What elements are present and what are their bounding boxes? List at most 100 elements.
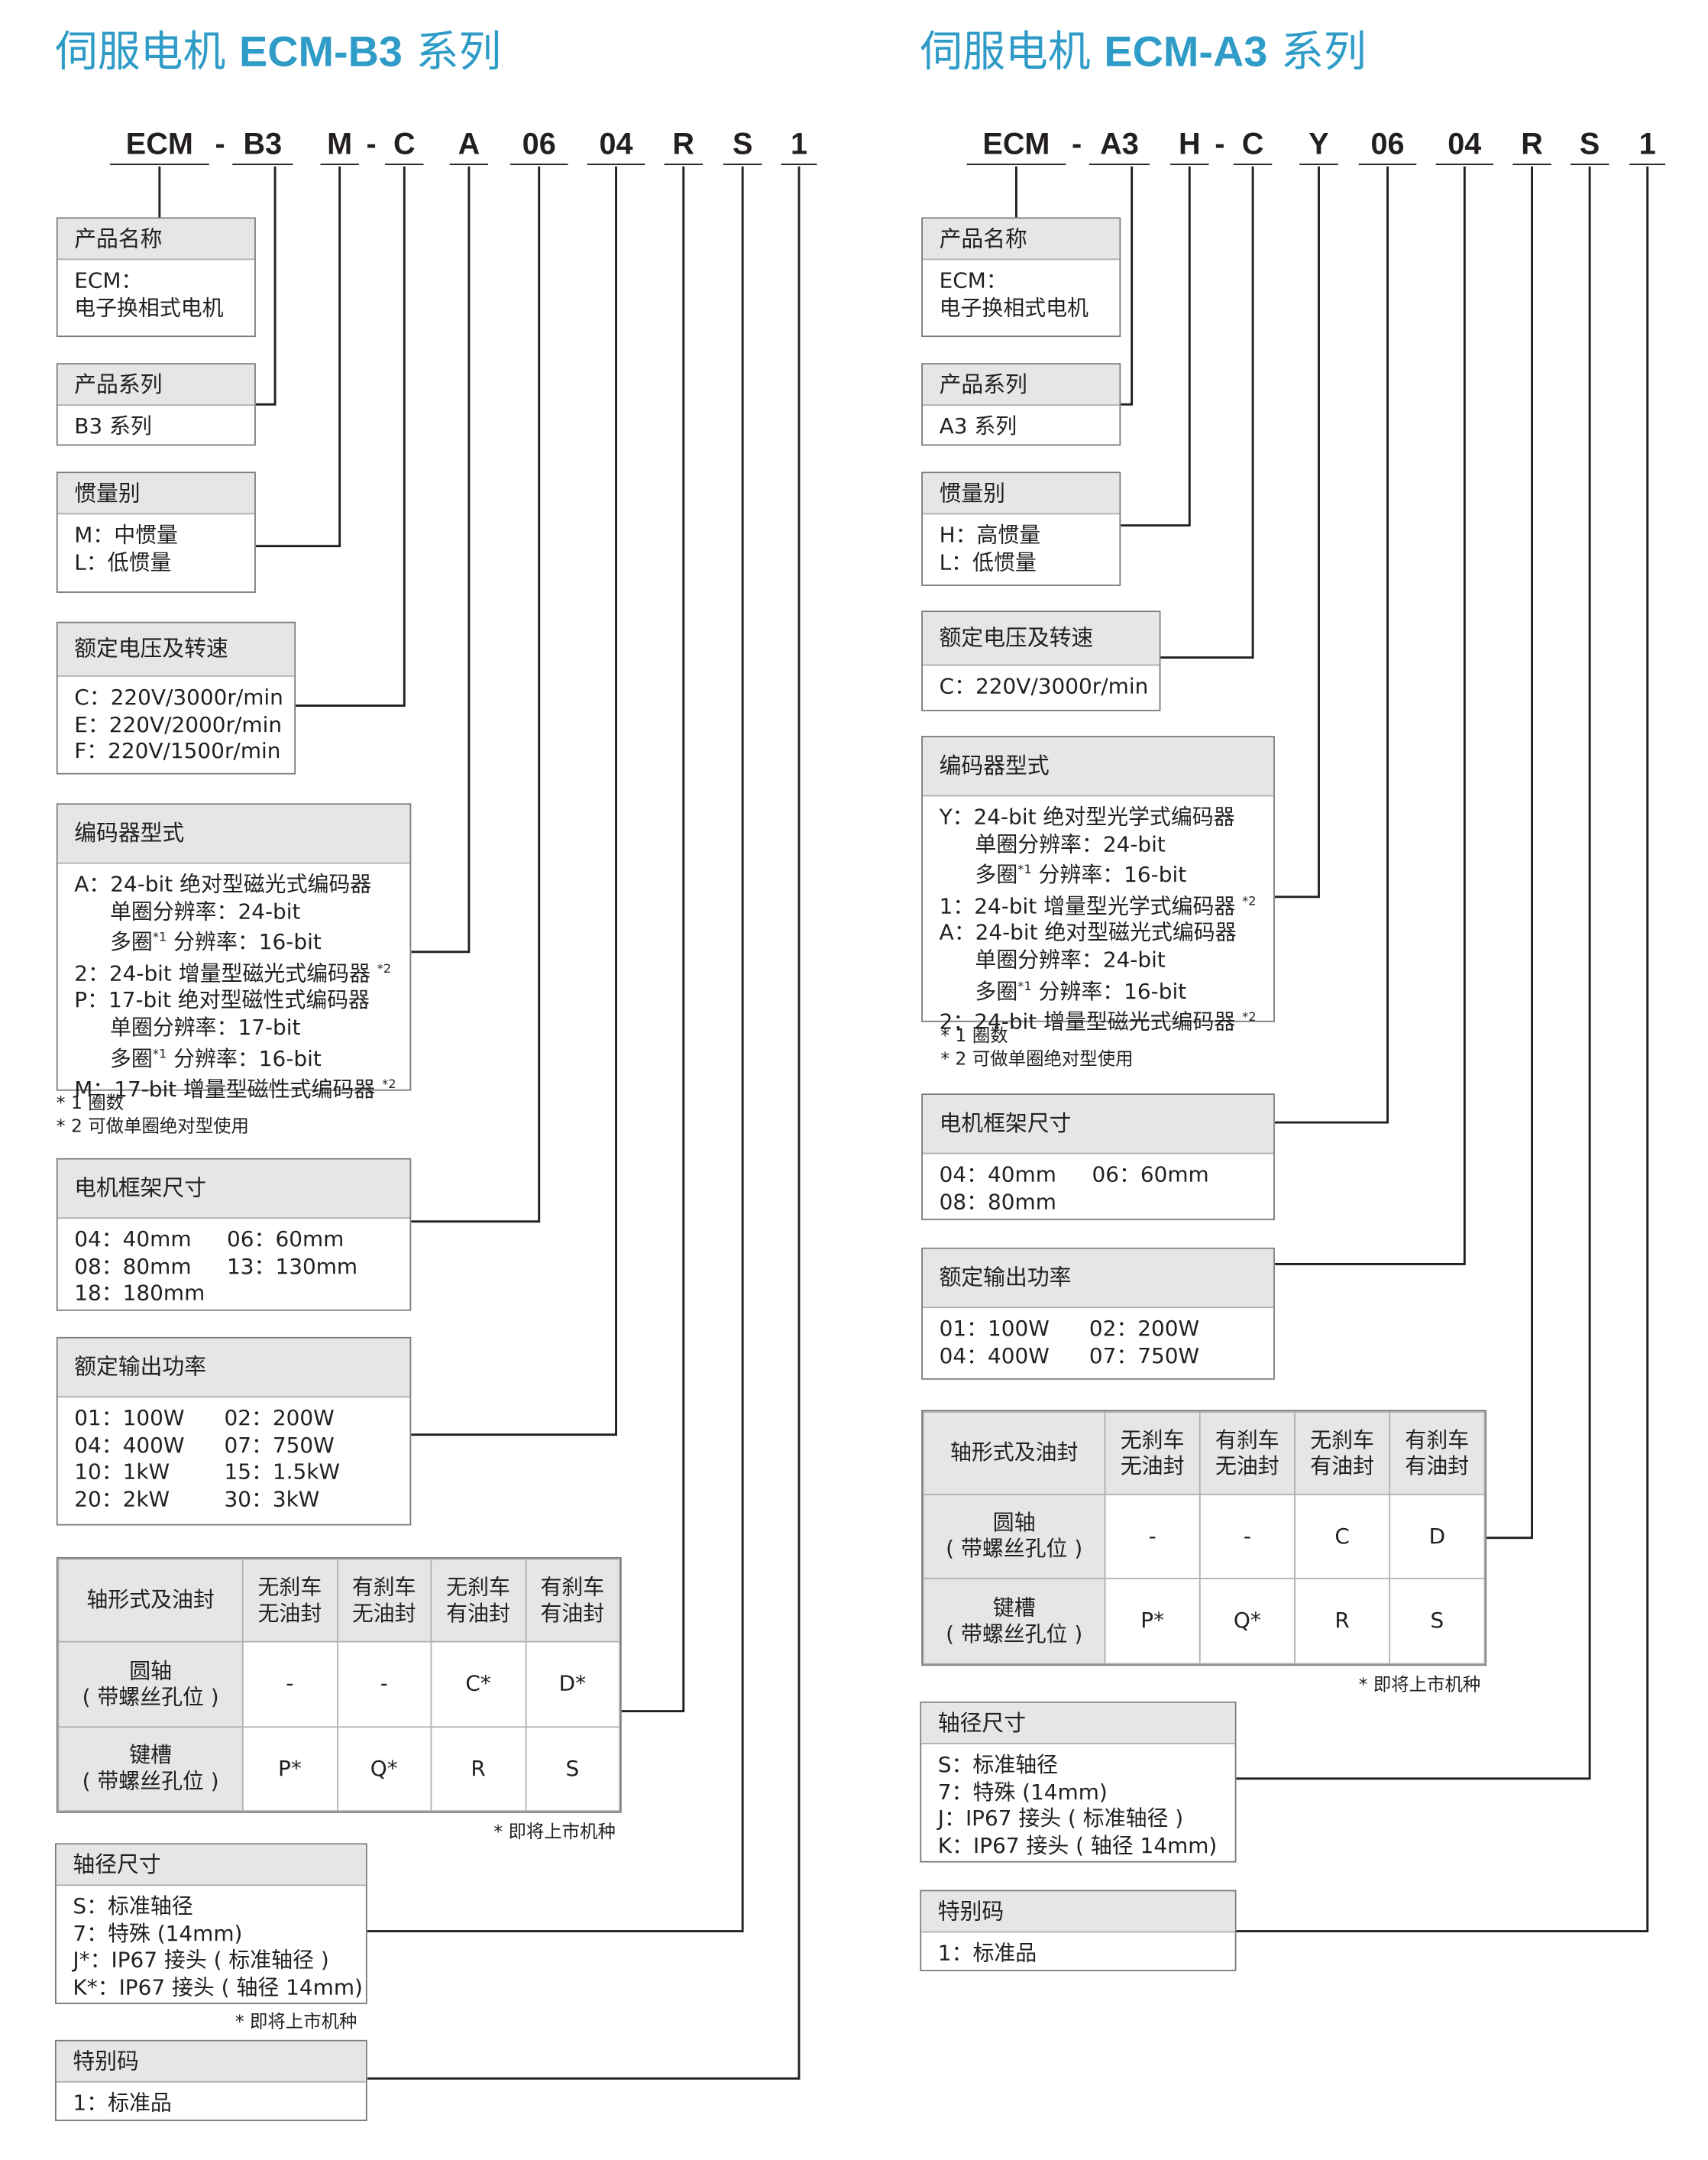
right-title-model: ECM-A3 (1104, 28, 1268, 76)
right-code-shaft: R (1512, 128, 1551, 166)
footnote-mark: *1 (1017, 863, 1032, 878)
left-shaft-dia-box: 轴径尺寸 S：标准轴径 7：特殊 (14mm) J*：IP67 接头 ( 标准轴… (55, 1843, 367, 2005)
box-body: C：220V/3000r/min (923, 665, 1160, 709)
column: 02：200W 07：750W (1089, 1316, 1199, 1371)
line: M：中惯量 (74, 523, 178, 548)
right-shaft-dia-box: 轴径尺寸 S：标准轴径 7：特殊 (14mm) J：IP67 接头 ( 标准轴径… (920, 1701, 1237, 1863)
text: 多圈 (975, 863, 1018, 888)
table-row-header: 圆轴( 带螺丝孔位 ) (57, 1640, 244, 1728)
note: * 2 可做单圈绝对型使用 (56, 1116, 249, 1138)
right-encoder-box: 编码器型式 Y：24-bit 绝对型光学式编码器 单圈分辨率：24-bit 多圈… (921, 736, 1275, 1035)
table-col-header: 无刹车无油封 (1104, 1411, 1201, 1495)
table-row: 键槽( 带螺丝孔位 ) P* Q* R S (57, 1726, 620, 1812)
box-body: B3 系列 (58, 406, 254, 449)
text: 无刹车 (1120, 1427, 1185, 1452)
left-code-power: 04 (587, 128, 645, 166)
box-body: A：24-bit 绝对型磁光式编码器 单圈分辨率：24-bit 多圈*1 分辨率… (58, 864, 410, 1112)
line: 20：2kW (74, 1486, 170, 1512)
table-cell: R (430, 1726, 526, 1812)
text: ( 带螺丝孔位 ) (82, 1769, 219, 1794)
left-encoder-box: 编码器型式 A：24-bit 绝对型磁光式编码器 单圈分辨率：24-bit 多圈… (56, 803, 412, 1102)
text: 圆轴 (992, 1510, 1036, 1536)
line: 单圈分辨率：17-bit (110, 1015, 301, 1040)
left-special-box: 特别码 1：标准品 (55, 2039, 367, 2122)
right-inertia-box: 惯量别 H：高惯量 L：低惯量 (921, 471, 1121, 586)
table-col-header: 有刹车无油封 (1199, 1411, 1296, 1495)
line: J*：IP67 接头 ( 标准轴径 ) (73, 1948, 329, 1973)
table-cell: P* (241, 1726, 338, 1812)
line: 02：200W (224, 1405, 335, 1431)
table-col-header: 无刹车有油封 (1294, 1411, 1391, 1495)
left-code-shaft: R (664, 128, 703, 166)
left-shaft-table: 轴形式及油封 无刹车无油封 有刹车无油封 无刹车有油封 有刹车有油封 圆轴( 带… (56, 1556, 622, 1813)
right-shaft-table: 轴形式及油封 无刹车无油封 有刹车无油封 无刹车有油封 有刹车有油封 圆轴( 带… (921, 1410, 1487, 1666)
table-row: 轴形式及油封 无刹车无油封 有刹车无油封 无刹车有油封 有刹车有油封 (57, 1558, 620, 1643)
table-cell: Q* (1199, 1577, 1296, 1665)
line: 06：60mm (227, 1226, 345, 1252)
left-shaft-dia-note: * 即将上市机种 (235, 2012, 357, 2033)
right-encoder-notes: * 1 圈数 * 2 可做单圈绝对型使用 (940, 1025, 1133, 1071)
text: 无刹车 (1310, 1427, 1374, 1452)
line: 7：特殊 (14mm) (73, 1921, 243, 1946)
text: 有油封 (1405, 1453, 1470, 1478)
text: 分辨率：16-bit (167, 1046, 322, 1071)
left-code-voltage: C (385, 128, 424, 166)
column: 01：100W 04：400W 10：1kW 20：2kW (74, 1406, 224, 1514)
left-title-model: ECM-B3 (238, 28, 403, 76)
left-series-box: 产品系列 B3 系列 (56, 363, 256, 446)
table-cell: S (524, 1726, 620, 1812)
table-row: 圆轴( 带螺丝孔位 ) - - C D (923, 1494, 1486, 1579)
table-col-header: 无刹车无油封 (241, 1558, 338, 1643)
box-header: 编码器型式 (923, 737, 1274, 797)
text: 无油封 (1120, 1453, 1185, 1478)
line: 08：80mm (74, 1254, 192, 1279)
line: Y：24-bit 绝对型光学式编码器 (939, 805, 1235, 830)
text: ( 带螺丝孔位 ) (946, 1536, 1083, 1562)
footnote-mark: *1 (152, 931, 167, 946)
table-row: 轴形式及油封 无刹车无油封 有刹车无油封 无刹车有油封 有刹车有油封 (923, 1411, 1486, 1495)
text: 有刹车 (1405, 1427, 1470, 1452)
left-shaft-table-note: * 即将上市机种 (493, 1822, 616, 1844)
line: B3 系列 (74, 413, 152, 439)
line: 单圈分辨率：24-bit (975, 831, 1166, 857)
column: 01：100W 04：400W (940, 1316, 1089, 1371)
text: 多圈 (110, 930, 153, 955)
line: A3 系列 (939, 413, 1017, 439)
line: 多圈*1 分辨率：16-bit (74, 926, 393, 957)
right-code-ecm: ECM (966, 128, 1066, 166)
line: S：标准轴径 (73, 1894, 193, 1919)
note: * 2 可做单圈绝对型使用 (940, 1049, 1134, 1070)
text: 分辨率：16-bit (1031, 979, 1187, 1004)
table-cell: S (1389, 1577, 1486, 1665)
text: 有油封 (540, 1600, 605, 1626)
line: 多圈*1 分辨率：16-bit (74, 1042, 393, 1074)
line: 电子换相式电机 (74, 295, 224, 320)
line: 07：750W (224, 1433, 335, 1458)
right-code-frame: 06 (1358, 128, 1417, 166)
line: 04：400W (74, 1433, 185, 1458)
left-frame-box: 电机框架尺寸 04：40mm 08：80mm 18：180mm 06：60mm … (56, 1158, 412, 1311)
box-header: 特别码 (921, 1891, 1235, 1933)
footnote-mark: *2 (1242, 895, 1257, 909)
left-title-cn: 伺服电机 (55, 28, 226, 77)
box-body: 04：40mm 08：80mm 18：180mm 06：60mm 13：130m… (58, 1219, 410, 1316)
left-code-encoder: A (449, 128, 489, 166)
line: 电子换相式电机 (939, 295, 1089, 320)
line: 08：80mm (939, 1189, 1056, 1214)
line: P：17-bit 绝对型磁性式编码器 (74, 988, 370, 1013)
text: 多圈 (110, 1046, 153, 1071)
text: M：17-bit 增量型磁性式编码器 (74, 1077, 383, 1103)
text: 无油封 (257, 1600, 322, 1626)
line: C：220V/3000r/min (74, 685, 283, 710)
footnote-mark: *2 (1242, 1011, 1257, 1025)
box-body: H：高惯量 L：低惯量 (923, 514, 1119, 585)
right-code-inertia: H (1170, 128, 1209, 166)
text: 无油封 (351, 1600, 416, 1626)
line: 13：130mm (227, 1254, 358, 1279)
line: S：标准轴径 (937, 1752, 1059, 1777)
right-power-box: 额定输出功率 01：100W 04：400W 02：200W 07：750W (921, 1247, 1275, 1380)
line: E：220V/2000r/min (74, 711, 283, 737)
table-col-header: 有刹车有油封 (1389, 1411, 1486, 1495)
left-title-suffix: 系列 (416, 28, 502, 77)
